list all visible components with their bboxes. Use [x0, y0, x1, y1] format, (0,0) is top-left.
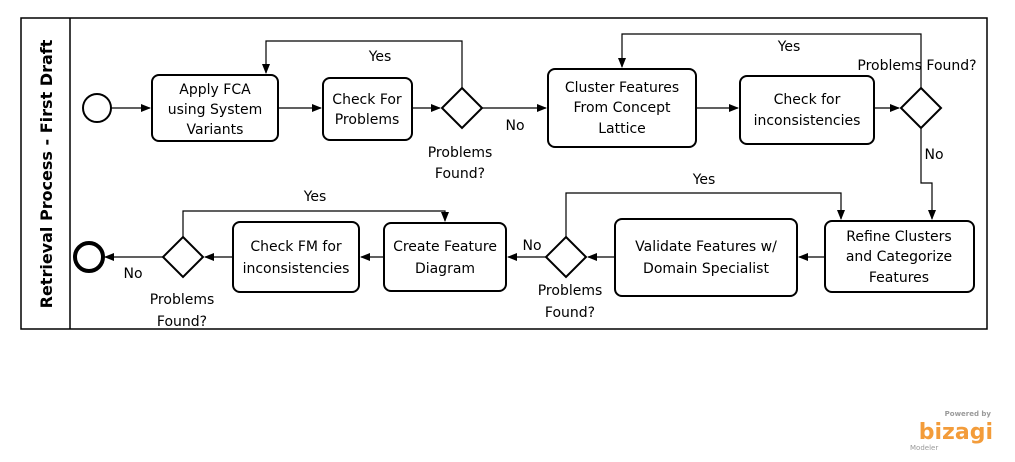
gateway-4-label: Problems [150, 292, 215, 308]
gateway-1-label: Found? [435, 166, 485, 182]
task-label-line: Features [869, 270, 929, 286]
flow-gateway-2-no [920, 128, 936, 220]
task-label-line: Apply FCA [179, 82, 251, 98]
gateway-4-label: Found? [157, 314, 207, 330]
flow-gateway-2-yes [618, 33, 922, 88]
task-label-line: Problems [335, 112, 400, 128]
task-label-line: From Concept [573, 100, 671, 116]
gateway-3-label: Found? [545, 305, 595, 321]
flow-gateway-4-yes [182, 210, 449, 237]
gateway-4[interactable] [161, 235, 205, 279]
flow-label-yes: Yes [303, 189, 327, 205]
task-cluster-features[interactable]: Cluster Features From Concept Lattice [547, 68, 697, 148]
powered-by-text: Powered by [945, 410, 992, 418]
flow-label-no: No [522, 238, 541, 254]
task-validate-features[interactable]: Validate Features w/ Domain Specialist [614, 218, 798, 297]
gateway-1-label: Problems [428, 145, 493, 161]
brand-name: bizagi [919, 420, 993, 445]
task-label-line: Validate Features w/ [635, 239, 777, 255]
task-label-line: Check for [774, 92, 841, 108]
task-label-line: Create Feature [393, 239, 497, 255]
task-check-for-problems[interactable]: Check For Problems [322, 77, 413, 141]
flow-label-no: No [123, 266, 142, 282]
pool-title: Retrieval Process - First Draft [37, 39, 56, 308]
task-label-line: and Categorize [846, 249, 952, 265]
gateway-1[interactable] [440, 86, 484, 130]
task-check-fm[interactable]: Check FM for inconsistencies [232, 221, 360, 293]
flow-label-yes: Yes [692, 172, 716, 188]
task-refine-clusters[interactable]: Refine Clusters and Categorize Features [824, 220, 975, 293]
task-label-line: Check FM for [250, 239, 342, 255]
end-event[interactable] [73, 241, 105, 273]
task-label-line: Refine Clusters [846, 229, 951, 245]
flow-label-no: No [505, 118, 524, 134]
start-event[interactable] [82, 93, 112, 123]
task-apply-fca[interactable]: Apply FCA using System Variants [151, 74, 279, 142]
task-label-line: Domain Specialist [643, 261, 769, 277]
bizagi-logo: Powered by bizagi Modeler [910, 410, 993, 452]
task-label-line: Check For [332, 92, 402, 108]
task-label-line: inconsistencies [243, 261, 350, 277]
flow-label-yes: Yes [777, 39, 801, 55]
task-label-line: Variants [187, 122, 244, 138]
flow-label-yes: Yes [368, 49, 392, 65]
task-create-feature-diagram[interactable]: Create Feature Diagram [383, 222, 507, 292]
flow-gateway-3-yes [565, 192, 845, 237]
flow-gateway-1-yes [262, 40, 463, 88]
task-label-line: Diagram [415, 261, 475, 277]
flow-label-no: No [924, 147, 943, 163]
task-label-line: inconsistencies [754, 113, 861, 129]
brand-product: Modeler [910, 444, 938, 452]
task-check-for-inconsistencies[interactable]: Check for inconsistencies [739, 75, 875, 145]
task-label-line: Cluster Features [565, 80, 679, 96]
gateway-3-label: Problems [538, 283, 603, 299]
gateway-2-label: Problems Found? [857, 58, 976, 74]
task-label-line: using System [168, 102, 262, 118]
gateway-3[interactable] [544, 235, 588, 279]
sequence-flows [104, 33, 936, 261]
task-label-line: Lattice [598, 121, 646, 137]
